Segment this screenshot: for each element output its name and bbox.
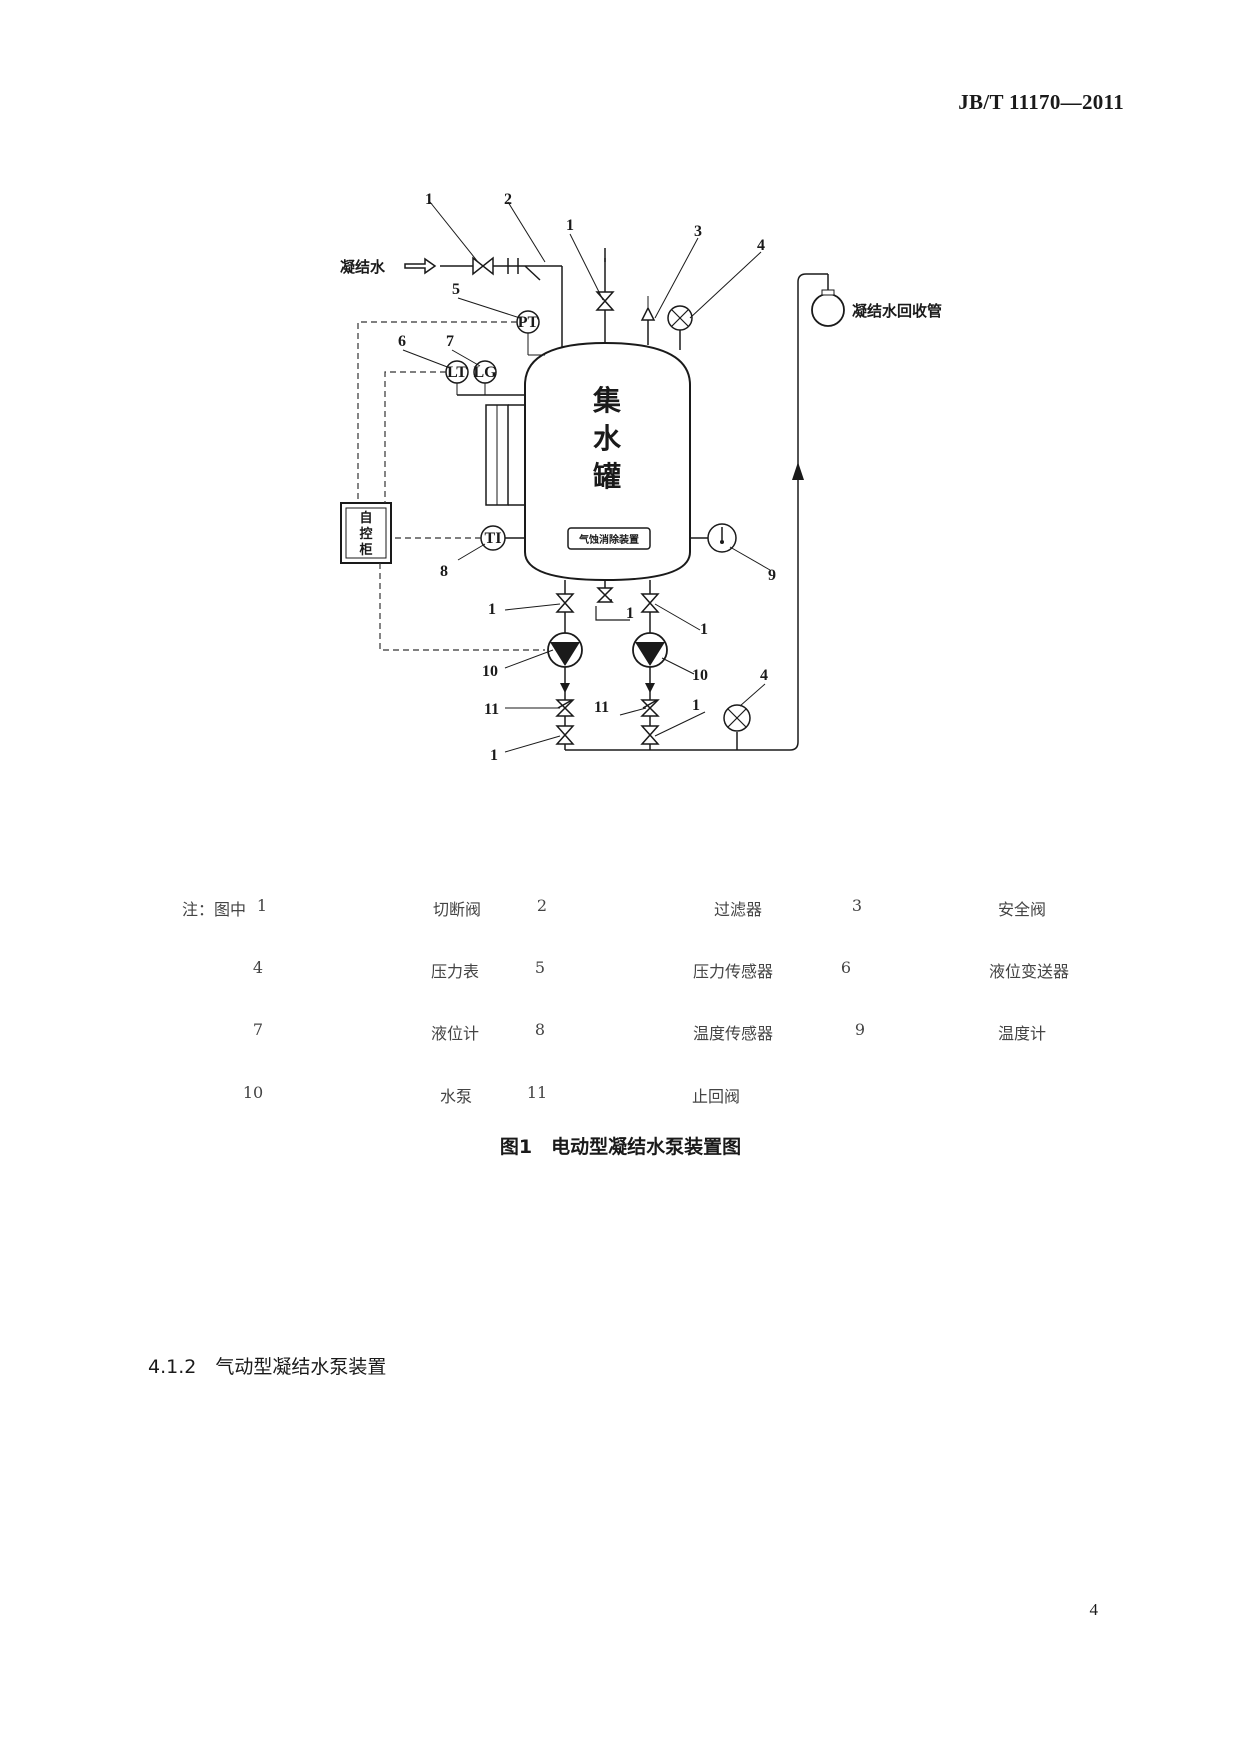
callout-11-check-b: 11 [594, 699, 609, 716]
page-number: 4 [1089, 1600, 1099, 1619]
lg-label: LG [473, 364, 497, 381]
notes-prefix: 注：图中 [182, 900, 247, 919]
tank-label-3: 罐 [593, 460, 621, 493]
cabinet-label-2: 控 [359, 526, 372, 542]
callout-4-gauge-top: 4 [757, 237, 765, 254]
note-name-9: 温度计 [997, 1024, 1047, 1043]
callout-1-inlet-valve: 1 [425, 191, 433, 208]
callout-9-temp-gauge: 9 [768, 567, 776, 584]
cabinet-label-3: 柜 [358, 542, 372, 558]
note-name-2: 过滤器 [713, 900, 763, 919]
pump-a-outlet-valve [555, 725, 575, 745]
note-name-6: 液位变送器 [988, 962, 1070, 981]
note-num-3: 3 [851, 896, 863, 915]
note-num-6: 6 [840, 958, 852, 977]
ti-label: TI [485, 530, 502, 547]
note-num-10: 10 [242, 1083, 264, 1102]
cabinet-label-1: 自 [359, 510, 372, 526]
callout-4-gauge-bottom: 4 [760, 667, 768, 684]
drain-valve [596, 587, 614, 603]
temperature-gauge [707, 523, 737, 553]
callout-3-safety-valve: 3 [694, 223, 702, 240]
inlet-shutoff-valve [472, 256, 494, 276]
note-name-10: 水泵 [439, 1087, 473, 1106]
note-name-1: 切断阀 [432, 900, 482, 919]
lt-label: LT [447, 364, 467, 381]
tank-label-2: 水 [593, 422, 622, 455]
callout-10-pump-b: 10 [692, 667, 708, 684]
deaerator-box [567, 527, 651, 550]
note-name-5: 压力传感器 [692, 962, 774, 981]
note-name-7: 液位计 [430, 1024, 480, 1043]
pt-label: PT [518, 314, 539, 331]
inlet-filter [507, 258, 541, 281]
figure-caption: 图1 电动型凝结水泵装置图 [499, 1136, 742, 1158]
note-num-1: 1 [256, 896, 268, 915]
callout-1-outlet-a: 1 [490, 747, 498, 764]
tank-label-1: 集 [592, 384, 621, 417]
pump-a [547, 632, 583, 668]
return-line [565, 273, 828, 751]
note-num-8: 8 [534, 1020, 546, 1039]
note-num-7: 7 [252, 1020, 264, 1039]
callout-1-pump-b-inlet: 1 [700, 621, 708, 638]
inlet-arrow [404, 257, 437, 275]
callout-11-check-a: 11 [484, 701, 499, 718]
return-label: 凝结水回收管 [852, 302, 942, 320]
pump-a-check-valve [555, 699, 575, 717]
return-pipe-symbol [811, 289, 845, 327]
note-num-9: 9 [854, 1020, 866, 1039]
callout-2-filter: 2 [504, 191, 512, 208]
callout-10-pump-a: 10 [482, 663, 498, 680]
flow-arrow [792, 462, 804, 480]
top-shutoff-valve [595, 291, 615, 311]
pressure-gauge-top [667, 305, 693, 331]
level-gauge-glass [485, 404, 509, 506]
callout-1-outlet-b: 1 [692, 697, 700, 714]
note-name-8: 温度传感器 [692, 1024, 774, 1043]
standard-code: JB/T 11170—2011 [958, 90, 1124, 114]
collecting-tank [524, 341, 691, 582]
control-cabinet [340, 502, 392, 564]
note-num-4: 4 [252, 958, 264, 977]
deaerator-label: 气蚀消除装置 [578, 533, 639, 546]
note-num-11: 11 [526, 1083, 548, 1102]
pump-b-outlet-valve [640, 725, 660, 745]
inlet-label: 凝结水 [340, 258, 386, 276]
callout-5-pt: 5 [452, 281, 460, 298]
note-name-11: 止回阀 [691, 1087, 741, 1106]
callout-1-drain: 1 [626, 605, 634, 622]
pump-b-check-valve [640, 699, 660, 717]
section-heading: 4.1.2 气动型凝结水泵装置 [148, 1356, 387, 1378]
note-num-5: 5 [534, 958, 546, 977]
callout-1-top-valve: 1 [566, 217, 574, 234]
pump-a-inlet-valve [555, 593, 575, 613]
pump-system-diagram: 集 水 罐 气蚀消除装置 凝结水 PT LT LG TI [340, 191, 942, 764]
note-name-3: 安全阀 [997, 900, 1047, 919]
pump-b-inlet-valve [640, 593, 660, 613]
pump-b [632, 632, 668, 668]
signal-lines [357, 321, 545, 651]
callout-1-pump-a-inlet: 1 [488, 601, 496, 618]
note-num-2: 2 [536, 896, 548, 915]
safety-valve [640, 306, 656, 321]
note-name-4: 压力表 [430, 962, 480, 981]
callout-6-lt: 6 [398, 333, 406, 350]
callout-8-ti: 8 [440, 563, 448, 580]
callout-7-lg: 7 [446, 333, 454, 350]
pressure-gauge-bottom [723, 704, 751, 732]
